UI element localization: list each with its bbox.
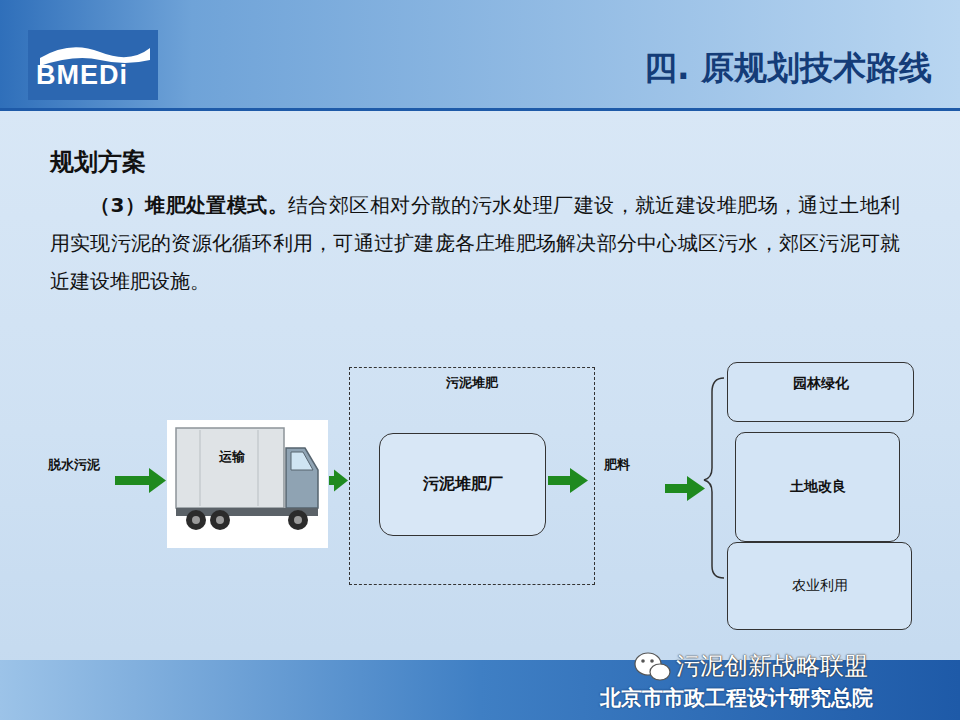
node-text: 运输 (219, 448, 245, 466)
text-label: 规划方案 (50, 146, 146, 178)
truck-illustration (167, 420, 328, 548)
text-label: 脱水污泥 (48, 456, 100, 474)
node-text: 土地改良 (790, 478, 846, 496)
slide-title: 四. 原规划技术路线 (644, 46, 932, 91)
node-text: 污泥堆肥 (350, 374, 594, 392)
logo-plate (28, 30, 158, 100)
truck-box: 运输 (167, 420, 328, 548)
flow-arrow (329, 470, 348, 492)
text-label: BMEDi (36, 60, 128, 91)
node-text: 园林绿化 (728, 375, 913, 393)
brace (704, 378, 724, 578)
text-label: 肥料 (604, 456, 630, 474)
text-label: 污泥创新战略联盟 (676, 650, 868, 682)
text-label: 北京市市政工程设计研究总院 (600, 684, 873, 712)
flow-arrow (548, 468, 705, 501)
flow-arrow (115, 468, 166, 493)
node-text: 污泥堆肥厂 (423, 474, 503, 495)
node-text: 农业利用 (792, 577, 848, 595)
header-band (0, 0, 960, 110)
process-box: 污泥堆肥厂 (379, 433, 546, 536)
use-box: 土地改良 (735, 432, 900, 542)
wechat-icon (635, 653, 670, 680)
use-box: 园林绿化 (727, 362, 914, 422)
group-box: 污泥堆肥污泥堆肥厂 (349, 367, 595, 585)
use-box: 农业利用 (727, 542, 912, 630)
section-heading: （3）堆肥处置模式。 (90, 193, 288, 217)
body-paragraph: （3）堆肥处置模式。结合郊区相对分散的污水处理厂建设，就近建设堆肥场，通过土地利… (50, 186, 900, 300)
header-rule (0, 108, 960, 111)
